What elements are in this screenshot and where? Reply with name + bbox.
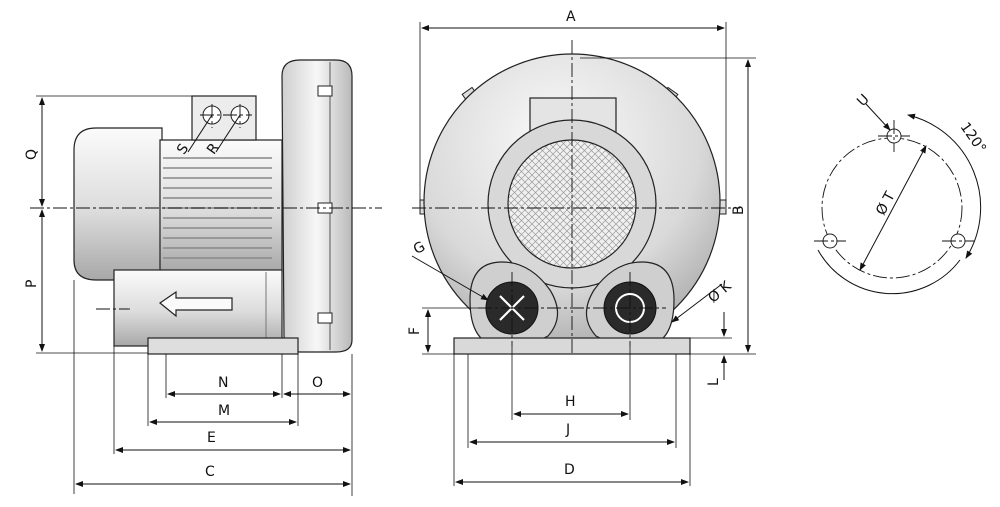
label-h: H <box>565 394 576 410</box>
label-g: G <box>411 239 428 258</box>
front-view-dimensions <box>411 22 756 486</box>
label-t: Ø T <box>873 189 899 218</box>
side-foot-plate <box>147 337 299 355</box>
cooling-fins <box>163 157 272 259</box>
blower-housing <box>281 59 353 353</box>
label-l: L <box>706 378 722 386</box>
label-e: E <box>207 430 216 446</box>
housing-bolt-bottom <box>317 312 333 324</box>
flange-detail <box>814 103 982 295</box>
dimension-labels: A B C D E F G H J Ø K L M N O P Q R S Ø … <box>24 9 989 480</box>
label-b: B <box>731 205 747 215</box>
label-o: O <box>312 375 323 391</box>
angle-arc <box>907 113 982 259</box>
front-view <box>412 40 740 356</box>
label-d: D <box>564 462 575 478</box>
flow-arrow-icon <box>158 290 233 318</box>
side-view <box>30 59 382 355</box>
side-view-dimensions <box>36 95 353 496</box>
label-c: C <box>205 464 215 480</box>
label-p: P <box>24 280 40 288</box>
label-q: Q <box>24 149 40 160</box>
label-k: Ø K <box>705 278 735 307</box>
label-f: F <box>407 327 423 335</box>
housing-bolt-top <box>317 85 333 97</box>
label-u: U <box>854 91 873 110</box>
label-j: J <box>565 422 570 438</box>
label-m: M <box>218 403 230 419</box>
motor-end-cap <box>73 127 163 281</box>
label-a: A <box>566 9 576 25</box>
label-n: N <box>218 375 228 391</box>
label-angle: 120° <box>957 120 989 157</box>
motor-body <box>159 139 283 273</box>
